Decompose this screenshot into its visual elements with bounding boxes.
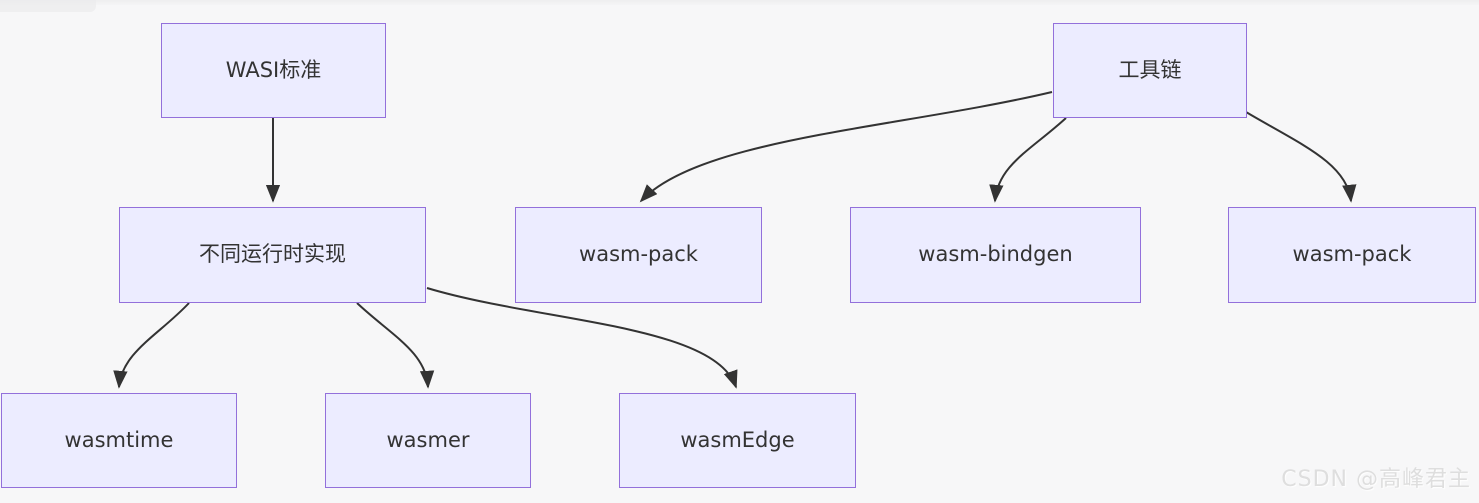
node-label: wasmtime <box>64 427 174 452</box>
edge-runtime-to-wasmedge <box>426 287 738 389</box>
node-wasm-bindgen: wasm-bindgen <box>850 207 1141 303</box>
node-label: wasmer <box>386 427 470 452</box>
node-wasmedge: wasmEdge <box>619 393 856 488</box>
node-label: wasm-bindgen <box>918 242 1073 267</box>
node-wasmtime: wasmtime <box>1 393 237 488</box>
node-wasi: WASI标准 <box>161 23 386 118</box>
node-label: 不同运行时实现 <box>199 242 346 267</box>
node-label: 工具链 <box>1118 57 1182 82</box>
edge-toolchain-to-wasm-bindgen <box>989 117 1067 203</box>
csdn-watermark: CSDN @高峰君主 <box>1281 467 1471 492</box>
node-label: wasm-pack <box>579 242 698 267</box>
edge-runtime-to-wasmer <box>356 302 435 389</box>
top-edge-shadow <box>0 0 1479 5</box>
top-left-tab-remnant <box>0 0 96 12</box>
node-label: wasmEdge <box>680 427 795 452</box>
edge-toolchain-to-wasm-pack-1 <box>639 91 1053 203</box>
node-wasm-pack-1: wasm-pack <box>515 207 762 303</box>
node-wasmer: wasmer <box>325 393 531 488</box>
node-toolchain: 工具链 <box>1053 23 1247 118</box>
node-wasm-pack-2: wasm-pack <box>1228 207 1476 303</box>
node-label: WASI标准 <box>225 57 322 82</box>
node-runtime: 不同运行时实现 <box>119 207 426 303</box>
edge-toolchain-to-wasm-pack-2 <box>1245 111 1357 203</box>
node-label: wasm-pack <box>1292 242 1412 267</box>
edge-runtime-to-wasmtime <box>113 302 190 389</box>
